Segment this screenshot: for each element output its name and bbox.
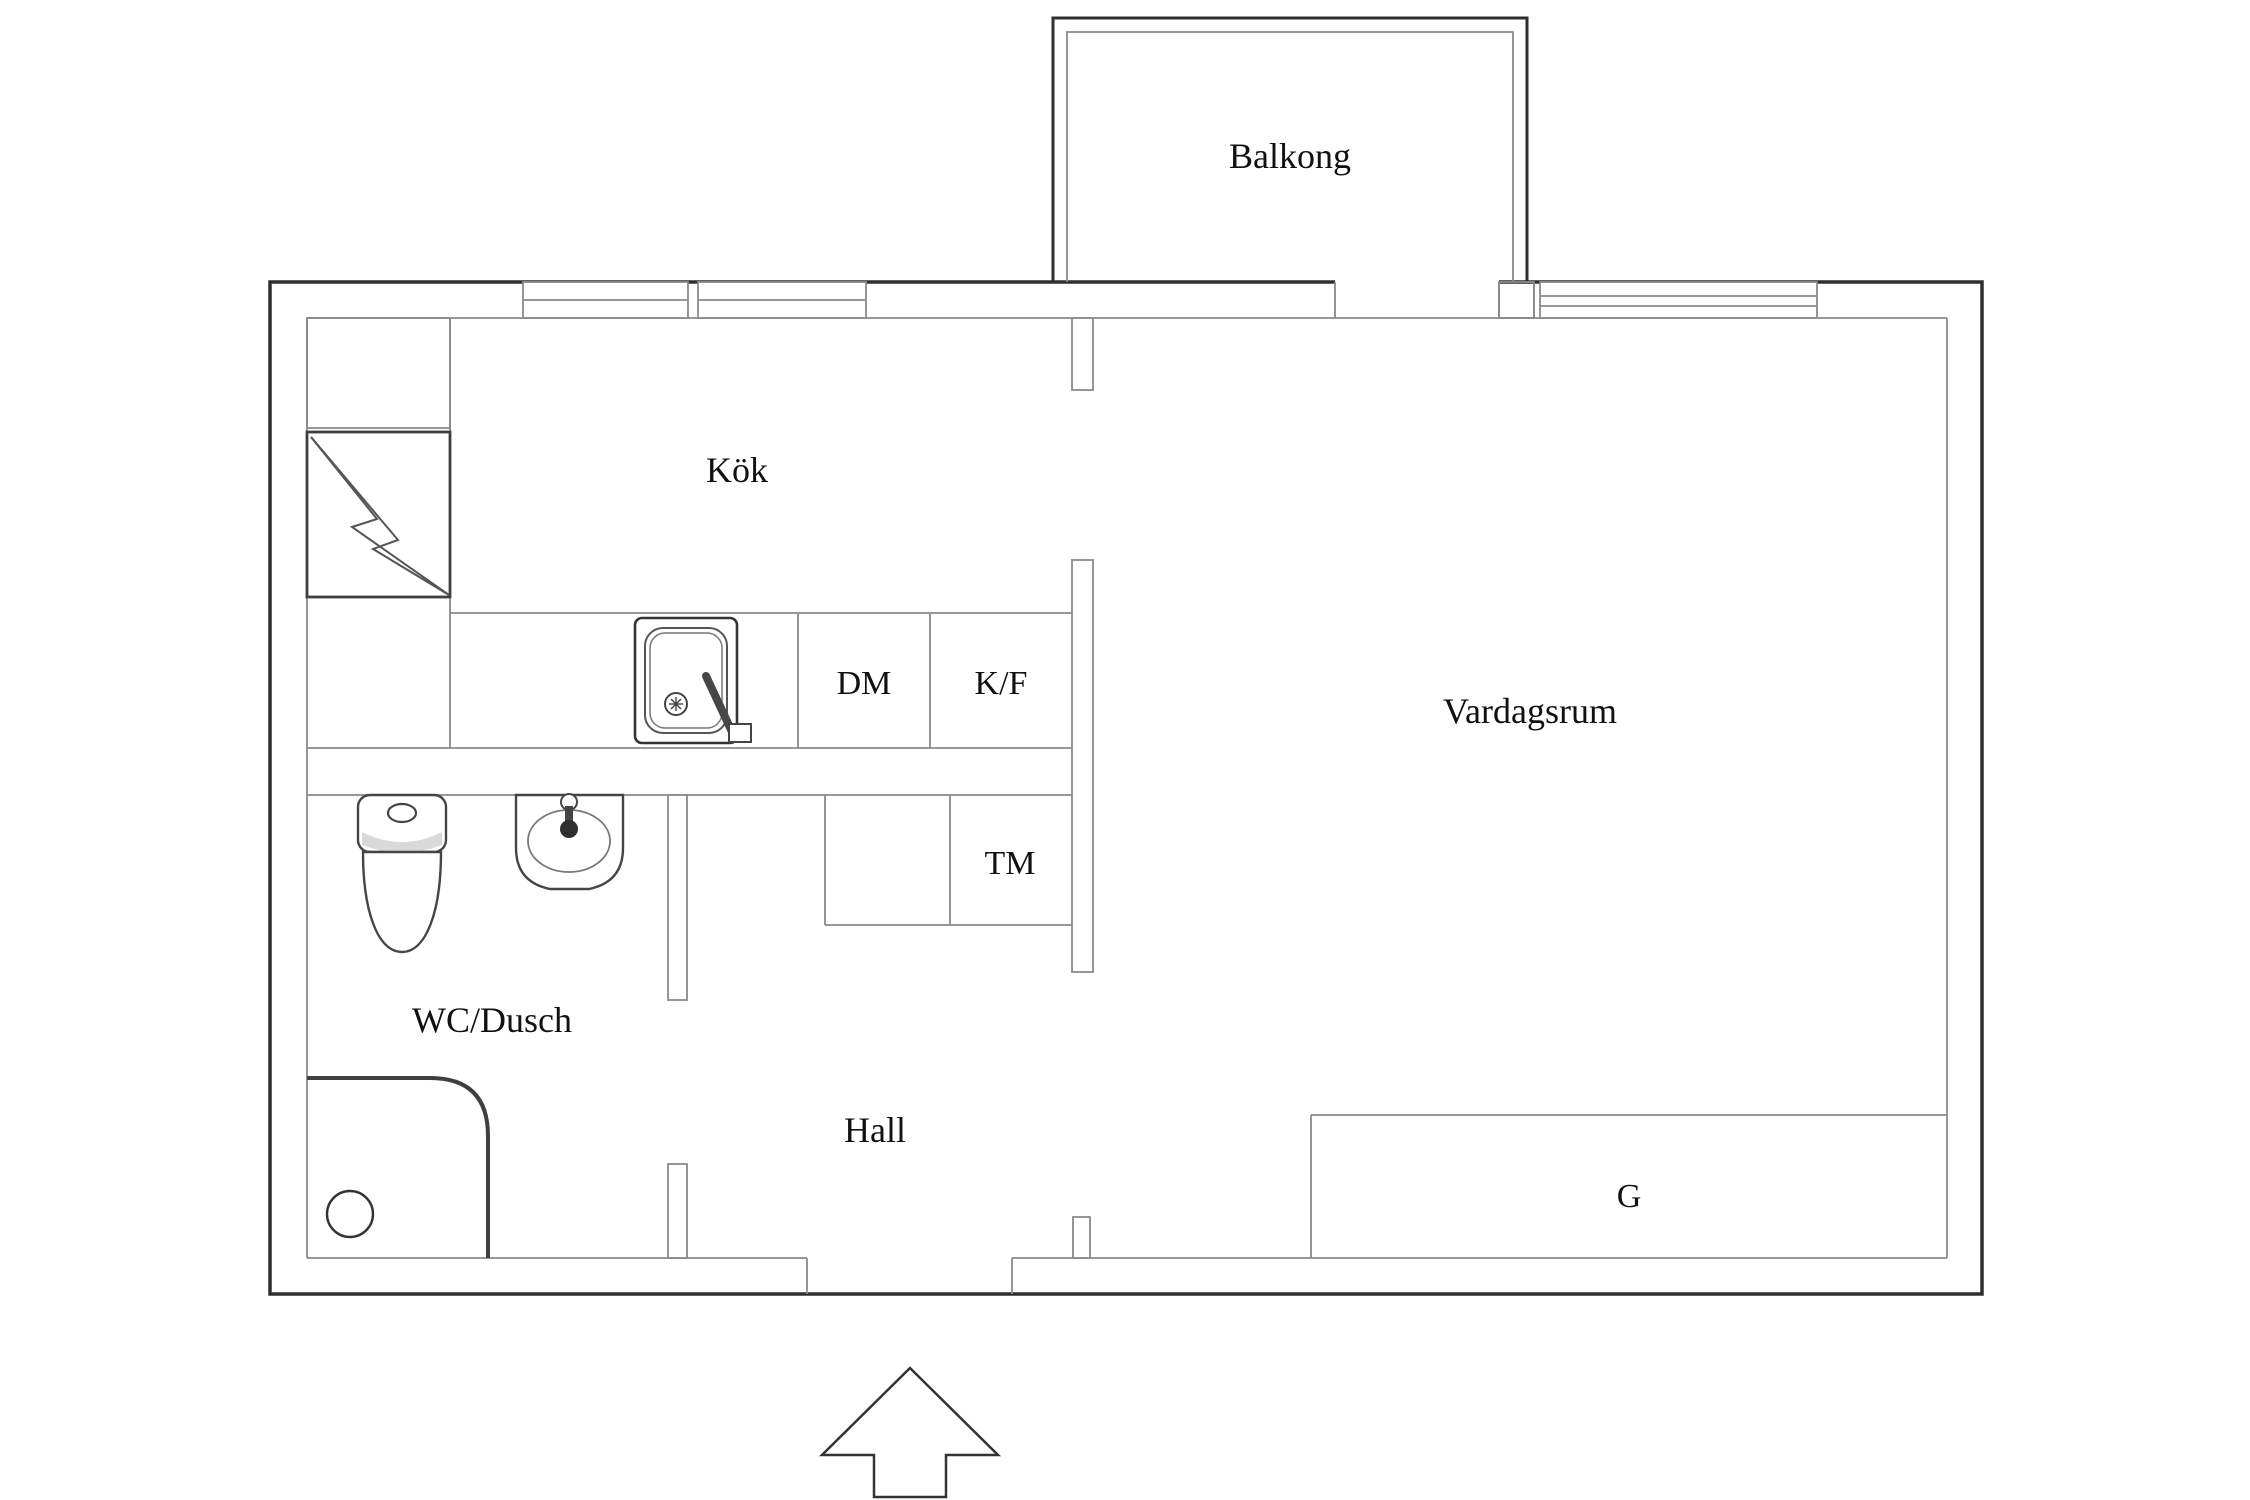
shower-icon [307, 1076, 490, 1258]
kitchen-label: Kök [706, 450, 768, 490]
balcony-door-pier [1498, 281, 1535, 319]
toilet-icon [356, 793, 448, 954]
bathroom-east-wall-stub [667, 1163, 688, 1259]
kitchen-window-left [522, 281, 689, 319]
living-room-window [1539, 281, 1818, 319]
balcony-inner-wall [1066, 31, 1514, 282]
kitchen-closet [306, 317, 451, 429]
fridge-freezer-label: K/F [975, 665, 1028, 702]
dishwasher-label: DM [837, 665, 892, 702]
main-outer-wall [268, 280, 1984, 1296]
wardrobe-outline [1310, 1114, 1947, 1258]
divider-wall-bottom-stub [1072, 1216, 1091, 1259]
bathroom-east-wall [667, 794, 688, 1001]
wardrobe-label: G [1617, 1178, 1642, 1215]
hall-label: Hall [844, 1110, 906, 1150]
electrical-cabinet-icon [305, 430, 452, 599]
bathroom-label: WC/Dusch [412, 1000, 572, 1040]
divider-wall-main [1071, 559, 1094, 973]
entrance-arrow-icon [818, 1366, 1002, 1499]
windows [522, 281, 1818, 319]
interior-walls [306, 281, 1947, 1259]
inner-wall-lines [306, 282, 1948, 1294]
bathroom-basin-icon [514, 793, 625, 891]
living-room-label: Vardagsrum [1443, 691, 1617, 731]
kitchen-window-right [697, 281, 867, 319]
balcony-walls [1051, 16, 1529, 282]
kitchen-sink-icon [633, 616, 752, 745]
balcony-outer-wall [1051, 16, 1529, 282]
labels: Balkong Kök Vardagsrum WC/Dusch Hall G D… [412, 136, 1641, 1215]
washing-machine-label: TM [985, 845, 1036, 882]
balcony-label: Balkong [1229, 136, 1351, 176]
divider-wall-top-stub [1071, 317, 1094, 391]
exterior-walls [268, 280, 1984, 1296]
